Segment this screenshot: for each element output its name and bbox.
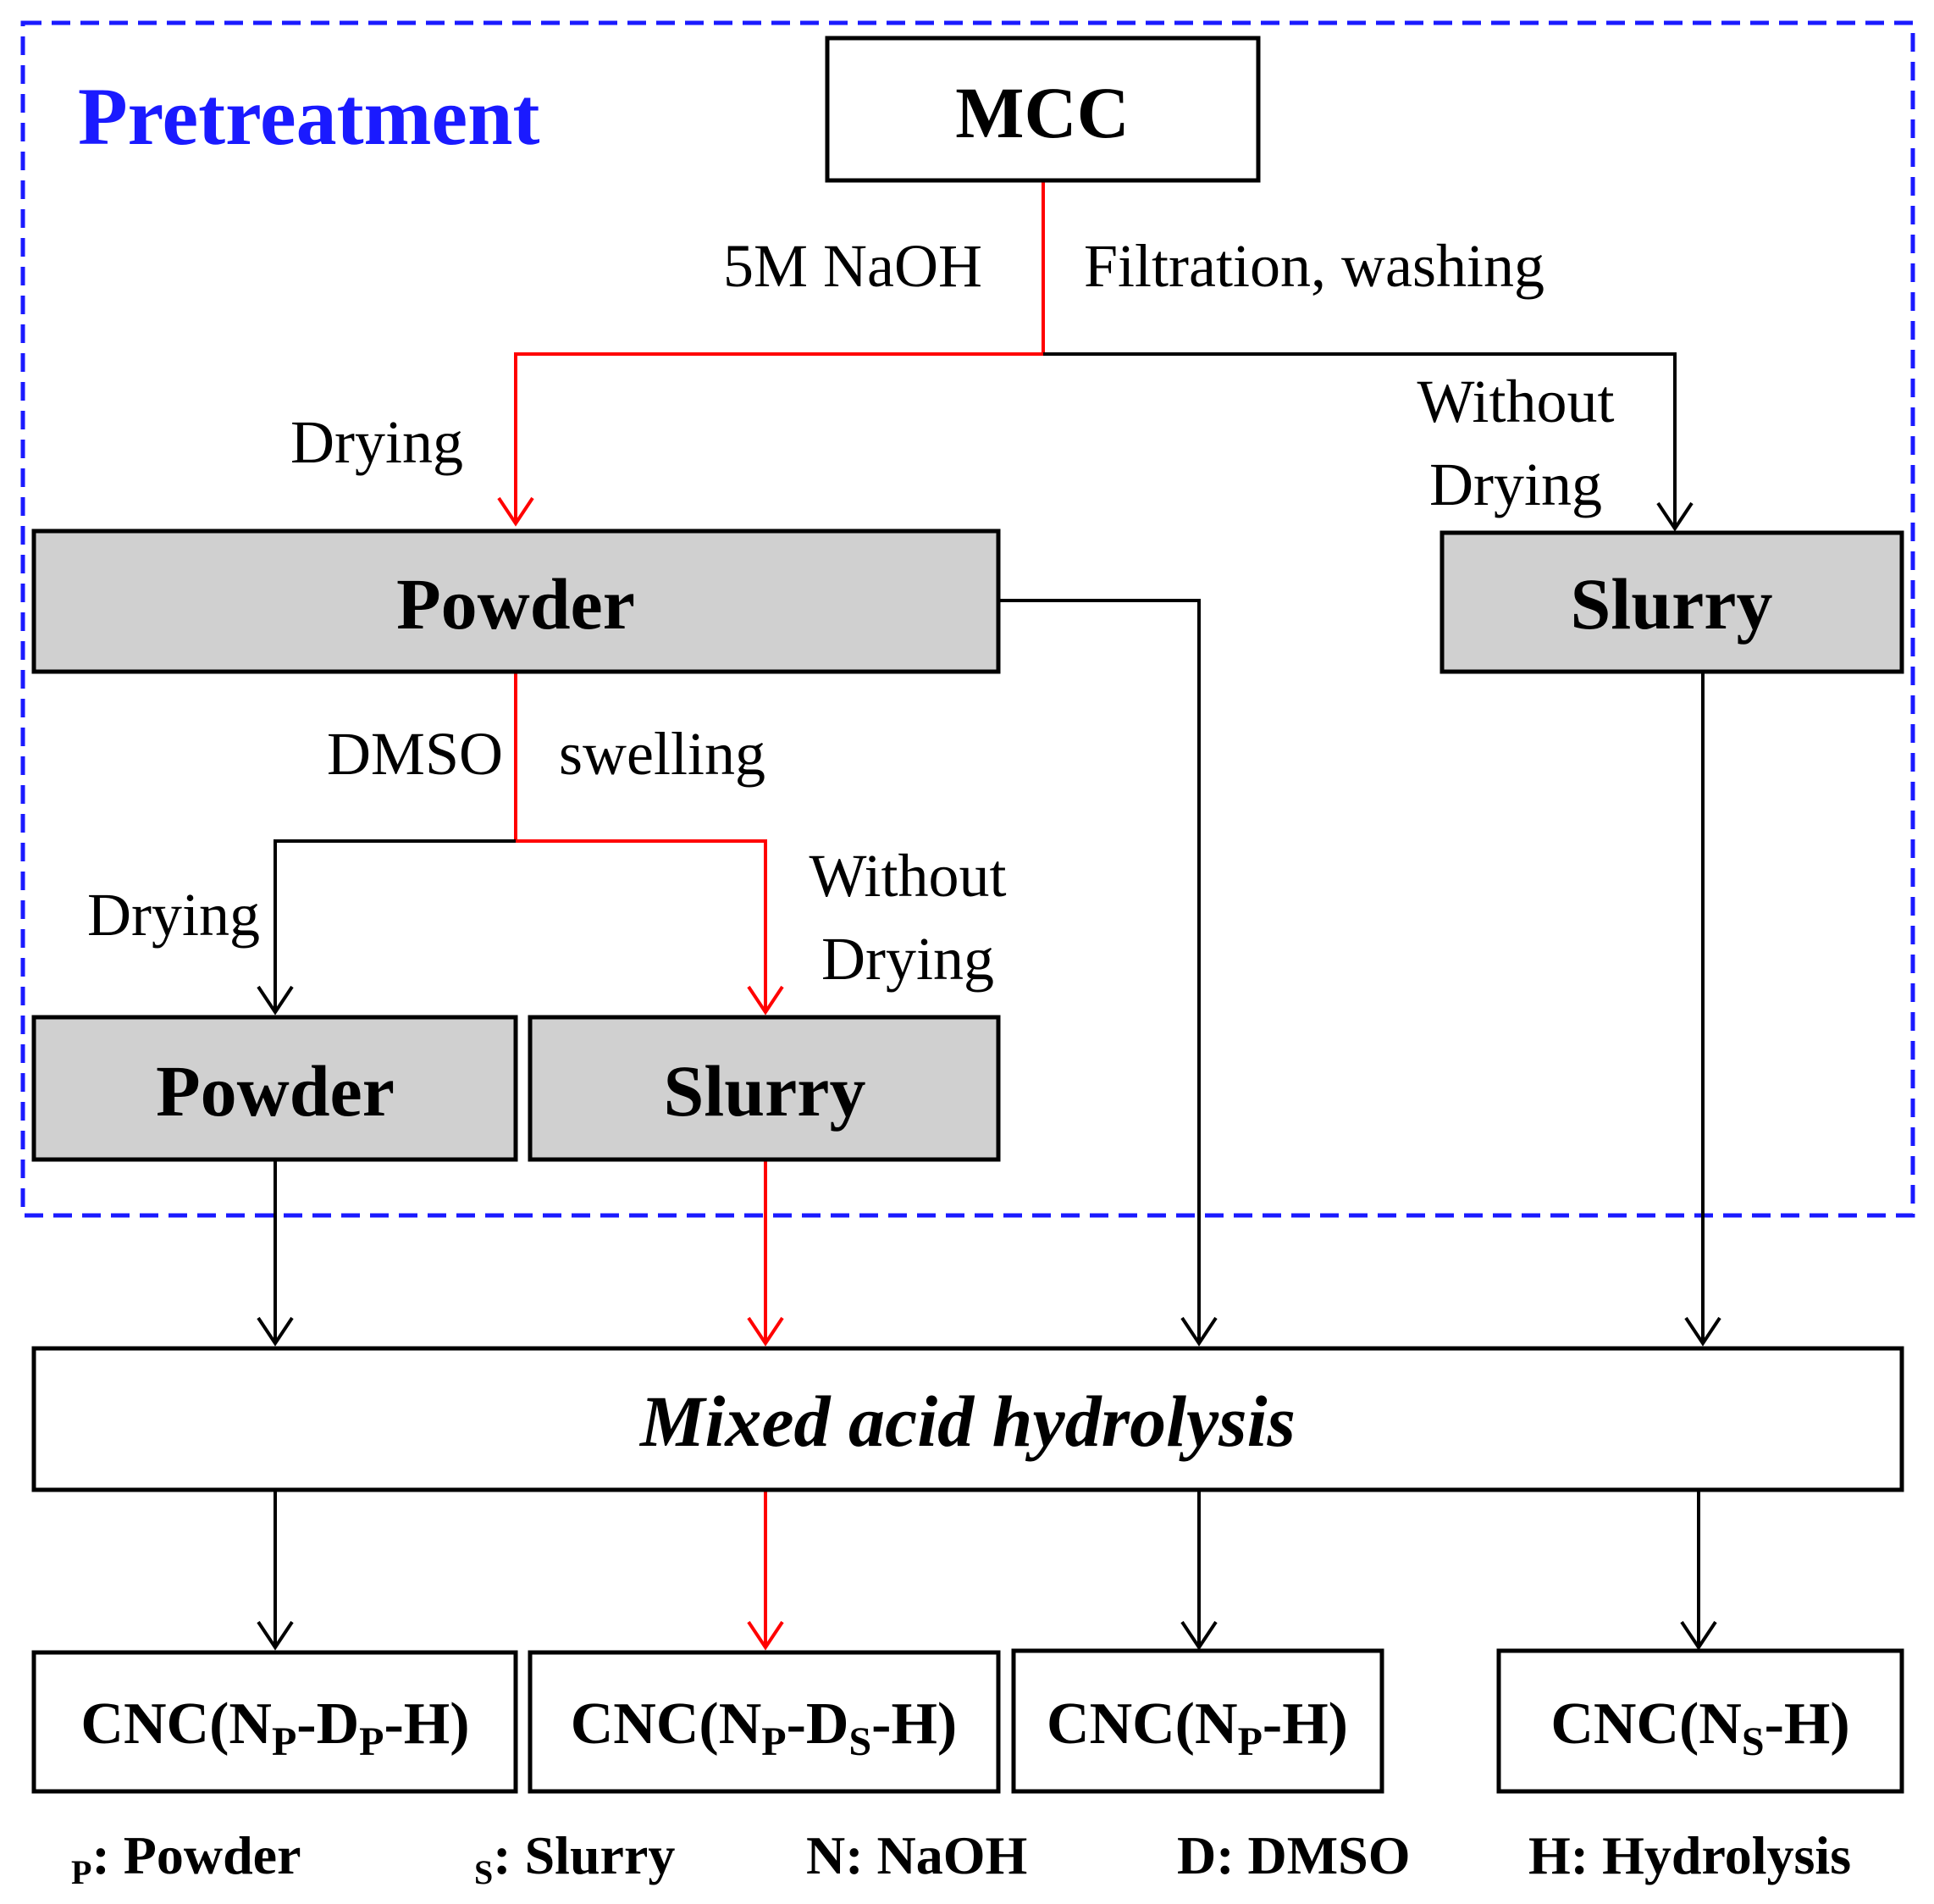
product-4: CNC(NS-H) [1496,1648,1904,1794]
arrowhead [1180,1620,1218,1651]
arrowhead [747,985,784,1016]
arrowhead [497,496,534,527]
node-slurry-right: Slurry [1439,530,1904,674]
arrowhead [1656,501,1694,532]
node-slurry-bottom-label: Slurry [664,1050,866,1132]
label-drying-1: Drying [290,408,463,476]
label-filtration: Filtration, washing [1084,232,1544,300]
red-path-mcc-to-powder [514,180,1045,521]
red-path-dmso [514,672,767,1010]
legend-slurry: S: Slurry [474,1825,675,1891]
black-path-dmso-drying [274,839,516,1010]
product-3-label: CNC(NP-H) [1047,1691,1348,1764]
arrowhead [257,985,294,1016]
label-naoh: 5M NaOH [723,232,982,300]
arrowhead [257,1316,294,1347]
node-powder-top: Powder [31,529,1001,674]
label-without-drying-2: Drying [821,925,994,993]
black-path-powder-to-hydrolysis [998,599,1201,1342]
arrowhead [257,1620,294,1651]
legend-powder: P: Powder [71,1825,301,1891]
arrowhead [747,1620,784,1651]
arrowhead [1680,1620,1717,1651]
product-2-label: CNC(NP-DS-H) [571,1691,958,1764]
node-hydrolysis-label: Mixed acid hydrolysis [638,1381,1296,1462]
node-slurry-bottom: Slurry [528,1015,1001,1162]
black-path-to-slurry [1043,352,1677,526]
node-powder-bottom-label: Powder [156,1050,395,1132]
node-hydrolysis: Mixed acid hydrolysis [31,1346,1904,1492]
node-mcc-label: MCC [955,72,1129,153]
label-without-2: Without [809,842,1006,910]
label-without-1: Without [1417,368,1614,435]
arrowhead [1684,1316,1721,1347]
label-drying-2: Drying [87,881,260,949]
legend-hydrolysis: H: Hydrolysis [1528,1825,1851,1885]
product-4-label: CNC(NS-H) [1550,1691,1849,1764]
section-label: Pretreatment [78,71,540,162]
product-1: CNC(NP-DP-H) [31,1650,518,1794]
connectors [257,180,1721,1651]
legend-naoh: N: NaOH [806,1825,1027,1885]
node-powder-top-label: Powder [396,563,635,645]
label-swelling: swelling [559,720,765,788]
legend-dmso: D: DMSO [1177,1825,1411,1885]
legend: P: Powder S: Slurry N: NaOH D: DMSO H: H… [71,1825,1851,1891]
product-1-label: CNC(NP-DP-H) [80,1691,469,1764]
label-without-drying-1: Drying [1429,451,1602,518]
product-3: CNC(NP-H) [1011,1648,1384,1794]
pretreatment-region [20,20,1915,1218]
arrowhead [1180,1316,1218,1347]
node-slurry-right-label: Slurry [1571,563,1773,645]
node-powder-bottom: Powder [31,1015,518,1162]
node-mcc: MCC [825,36,1261,183]
arrowhead [747,1316,784,1347]
product-2: CNC(NP-DS-H) [528,1650,1001,1794]
label-dmso: DMSO [327,720,503,788]
